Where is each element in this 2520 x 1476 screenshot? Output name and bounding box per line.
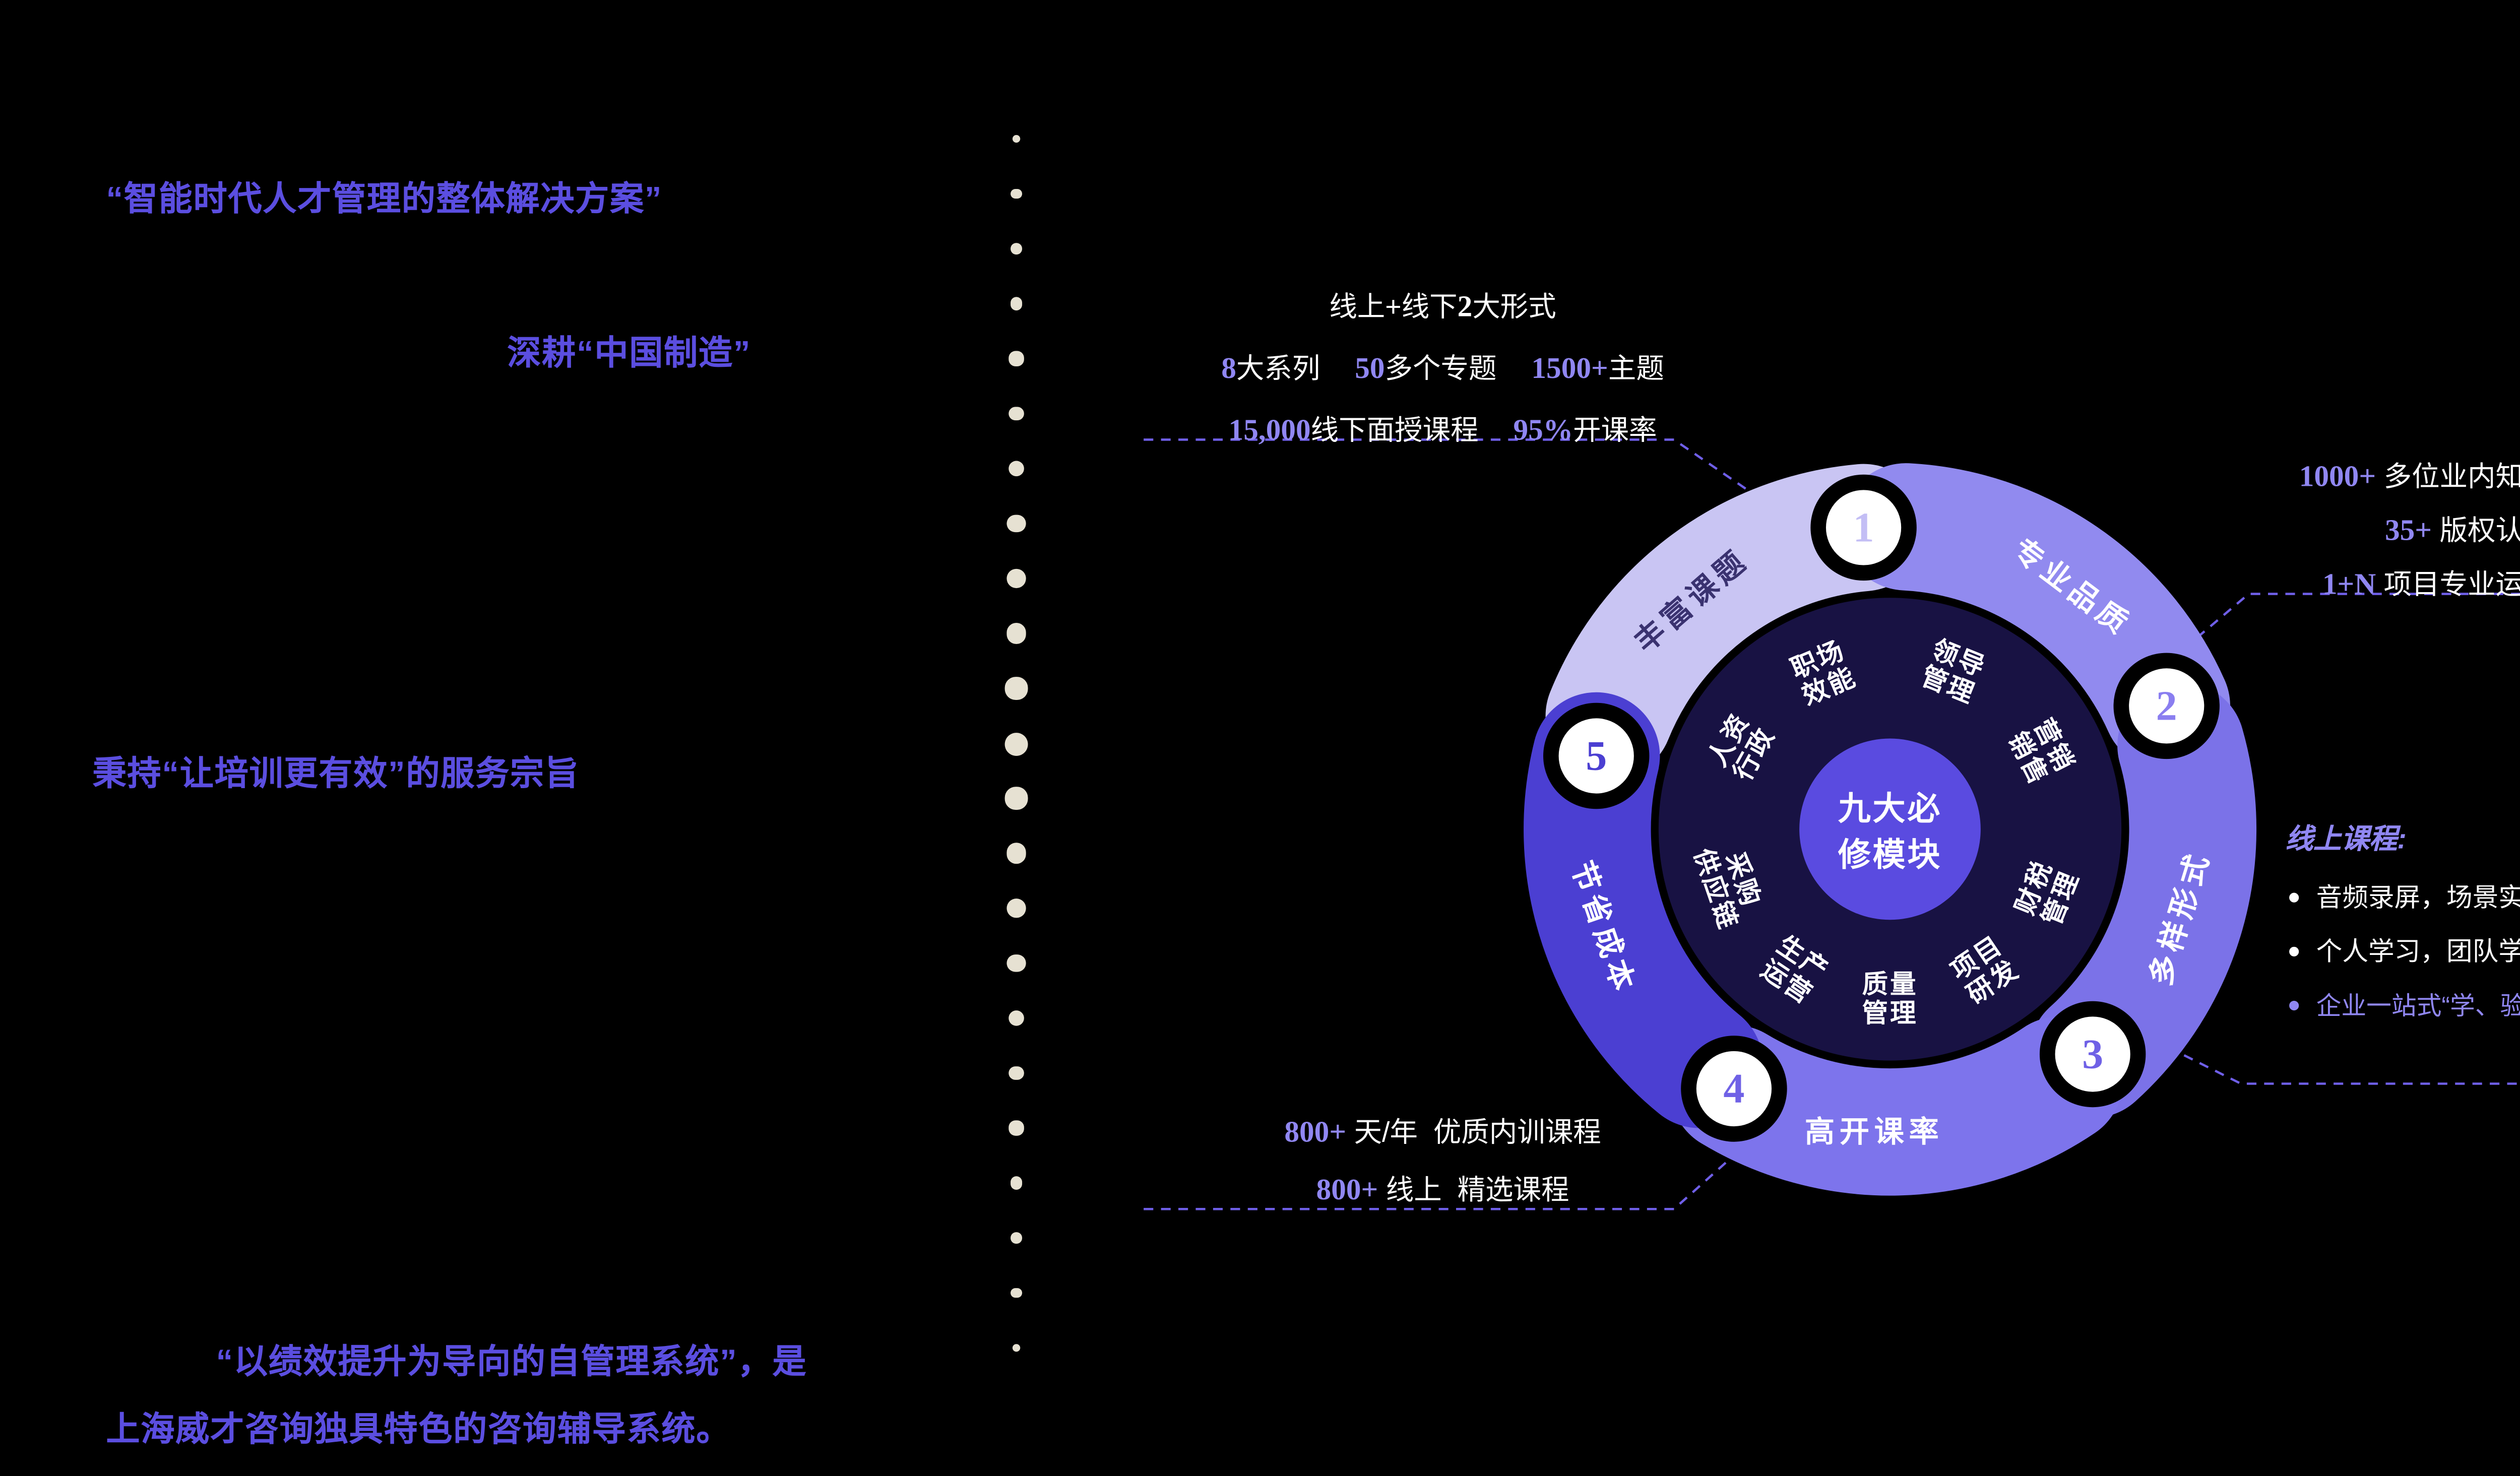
badge-circle-1 <box>1825 490 1902 565</box>
badge-circle-4 <box>1696 1051 1772 1127</box>
stat-subjects-num: 1500+ <box>1531 353 1608 386</box>
volume-label1: 天/年 优质内训课程 <box>1346 1118 1601 1149</box>
instructors-label3: 项目专业运营团队 <box>2383 570 2520 602</box>
stat-topics-label: 多个专题 <box>1384 355 1497 386</box>
dot <box>1011 1288 1022 1298</box>
online-courses-title: 线上课程: <box>2285 825 2407 856</box>
wheel-diagram: 丰富课题 专业品质 多样形式 高开课率 节省成本 1 2 3 4 5 职场效能 … <box>1524 463 2257 1196</box>
stat-openrate-label: 开课率 <box>1573 416 1657 447</box>
annotation-formats-line2: 8大系列 50多个专题 1500+主题 <box>1130 318 1709 386</box>
annotation-instructors: 1000+ 多位业内知名讲师 35+ 版权认证讲师 1+N 项目专业运营团队 <box>2252 422 2520 602</box>
instructors-num3: 1+N <box>2322 568 2376 602</box>
stat-offline-num: 15,000 <box>1228 414 1311 447</box>
badge-number-4: 4 <box>1723 1065 1744 1112</box>
dot <box>1012 134 1021 144</box>
annotation-online-courses: 线上课程: 音频录屏，场景实拍 个人学习，团队学习 企业一站式“学、验、测、赛、… <box>2285 817 2520 1043</box>
annotation-formats: 线上+线下2大形式 8大系列 50多个专题 1500+主题 15,000线下面授课程… <box>1130 256 1709 447</box>
volume-num2: 800+ <box>1316 1174 1378 1207</box>
badge-circle-5 <box>1558 718 1634 794</box>
formats-prefix: 线上+线下 <box>1329 293 1458 324</box>
instructors-num1: 1000+ <box>2299 461 2376 494</box>
dot <box>1011 1232 1022 1244</box>
formats-count: 2 <box>1457 291 1473 324</box>
volume-label2: 线上 精选课程 <box>1378 1176 1569 1207</box>
stat-topics-num: 50 <box>1355 353 1385 386</box>
badge-number-3: 3 <box>2082 1031 2103 1077</box>
stat-series-num: 8 <box>1221 353 1236 386</box>
module-quality-management: 质量管理 <box>1862 970 1918 1028</box>
dot <box>1005 787 1028 809</box>
annotation-formats-line1: 线上+线下2大形式 <box>1130 256 1709 324</box>
footer-quote-line2: 上海威才咨询独具特色的咨询辅导系统。 <box>106 1409 731 1448</box>
dot <box>1011 243 1022 254</box>
badge-number-1: 1 <box>1853 504 1874 551</box>
volume-num1: 800+ <box>1284 1116 1347 1149</box>
stat-series-label: 大系列 <box>1236 355 1320 386</box>
subline-china-manufacturing: 深耕“中国制造” <box>507 333 751 372</box>
online-courses-bullet3: 企业一站式“学、验、测、赛、评”培训管理平台 <box>2285 989 2520 1043</box>
center-title: 九大必修模块 <box>1838 790 1942 873</box>
instructors-line3: 1+N 项目专业运营团队 <box>2252 530 2520 602</box>
dot <box>1005 677 1028 699</box>
annotation-formats-line3: 15,000线下面授课程 95%开课率 <box>1130 380 1709 447</box>
stat-subjects-label: 主题 <box>1608 355 1664 386</box>
stat-openrate-num: 95% <box>1513 414 1573 447</box>
dot <box>1006 843 1027 864</box>
online-courses-bullet1: 音频录屏，场景实拍 <box>2285 881 2520 935</box>
dot <box>1009 1065 1024 1081</box>
footer-quote-line1: “以绩效提升为导向的自管理系统”，是 <box>216 1342 807 1381</box>
stat-offline-label: 线下面授课程 <box>1310 416 1479 447</box>
mission-statement: 秉持“让培训更有效”的服务宗旨 <box>92 754 580 793</box>
dot <box>1007 515 1026 533</box>
dot <box>1011 188 1022 199</box>
instructors-line2: 35+ 版权认证讲师 <box>2252 476 2520 548</box>
badge-circle-2 <box>2129 668 2204 744</box>
dot <box>1008 1009 1025 1026</box>
instructors-line1: 1000+ 多位业内知名讲师 <box>2252 422 2520 494</box>
bullet-icon <box>2289 946 2299 956</box>
bullet2-text: 个人学习，团队学习 <box>2316 937 2520 967</box>
dot <box>1010 1177 1023 1190</box>
dot <box>1007 954 1026 973</box>
dot <box>1010 297 1023 310</box>
bullet1-text: 音频录屏，场景实拍 <box>2316 883 2520 912</box>
segment-label-high-open-rate: 高开课率 <box>1805 1115 1943 1148</box>
dot <box>1006 899 1026 918</box>
instructors-label2: 版权认证讲师 <box>2439 517 2520 548</box>
formats-suffix: 大形式 <box>1472 293 1556 324</box>
dot <box>1006 568 1026 588</box>
online-courses-bullet2: 个人学习，团队学习 <box>2285 935 2520 989</box>
badge-number-2: 2 <box>2156 682 2177 729</box>
dot <box>1009 351 1024 366</box>
dot <box>1009 406 1024 421</box>
dot <box>1006 623 1027 644</box>
course-volume-line1: 800+ 天/年 优质内训课程 <box>1130 1082 1709 1149</box>
instructors-label1: 多位业内知名讲师 <box>2383 463 2520 494</box>
instructors-num2: 35+ <box>2384 515 2432 548</box>
headline-quote: “智能时代人才管理的整体解决方案” <box>106 179 663 218</box>
badge-circle-3 <box>2055 1016 2130 1092</box>
dot <box>1004 732 1028 755</box>
dot <box>1009 1121 1024 1135</box>
bullet-icon <box>2289 892 2299 903</box>
dot <box>1008 460 1025 477</box>
annotation-course-volume: 800+ 天/年 优质内训课程 800+ 线上 精选课程 <box>1130 1082 1709 1207</box>
bullet-icon <box>2289 1000 2299 1011</box>
center-circle <box>1799 738 1981 920</box>
bullet3-text: 企业一站式“学、验、测、赛、评”培训管理平台 <box>2316 991 2520 1020</box>
dot <box>1012 1343 1021 1353</box>
badge-number-5: 5 <box>1586 733 1607 780</box>
course-volume-line2: 800+ 线上 精选课程 <box>1130 1139 1709 1207</box>
